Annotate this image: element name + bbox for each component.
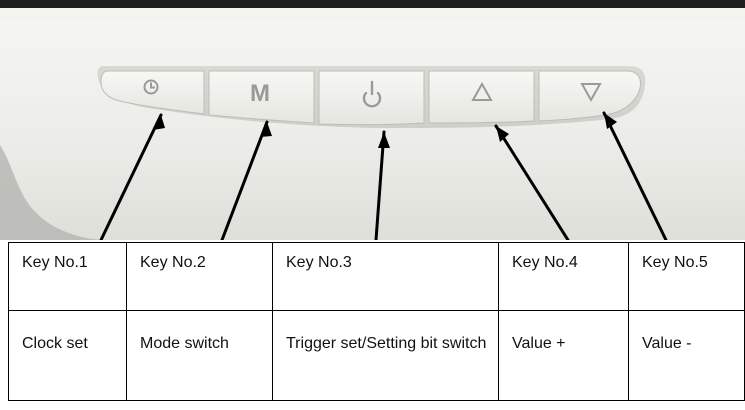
mode-m-label: M: [250, 80, 270, 107]
key-number-cell-4: Key No.4: [498, 242, 629, 311]
arrowhead-key-5: [604, 113, 617, 129]
key-3-power-button[interactable]: [318, 70, 425, 126]
function-cell-3: Trigger set/Setting bit switch: [272, 310, 499, 401]
power-icon: [362, 80, 382, 108]
arrow-key-1: [99, 113, 163, 240]
arrow-key-5: [602, 111, 668, 240]
table-row-functions: Clock set Mode switch Trigger set/Settin…: [8, 310, 745, 401]
arrow-key-2: [220, 120, 269, 240]
key-number-cell-5: Key No.5: [628, 242, 745, 311]
function-cell-4: Value +: [498, 310, 629, 401]
callout-arrows: [99, 111, 668, 240]
arrowhead-key-4: [496, 126, 509, 142]
function-cell-5: Value -: [628, 310, 745, 401]
arrowhead-key-1: [153, 115, 165, 130]
panel-bottom-shadow: [0, 145, 110, 240]
device-photo: M: [0, 0, 745, 240]
callout-arrowheads: [153, 113, 617, 148]
key-number-cell-3: Key No.3: [272, 242, 499, 311]
panel-body: [0, 20, 745, 240]
table-row-key-numbers: Key No.1 Key No.2 Key No.3 Key No.4 Key …: [8, 242, 745, 311]
arrowhead-key-2: [260, 122, 272, 137]
triangle-up-icon: [471, 81, 493, 101]
arrowhead-key-3: [378, 132, 390, 148]
triangle-down-icon: [580, 83, 602, 103]
key-number-cell-1: Key No.1: [8, 242, 127, 311]
key-2-mode-button[interactable]: [208, 70, 315, 124]
function-cell-1: Clock set: [8, 310, 127, 401]
arrow-key-3: [374, 130, 386, 240]
key-number-cell-2: Key No.2: [126, 242, 273, 311]
arrow-key-4: [494, 124, 570, 240]
clock-icon: [143, 79, 159, 95]
key-4-up-button[interactable]: [428, 70, 535, 124]
function-cell-2: Mode switch: [126, 310, 273, 401]
device-panel-svg: M: [0, 0, 745, 240]
key-function-table: Key No.1 Key No.2 Key No.3 Key No.4 Key …: [8, 242, 745, 401]
